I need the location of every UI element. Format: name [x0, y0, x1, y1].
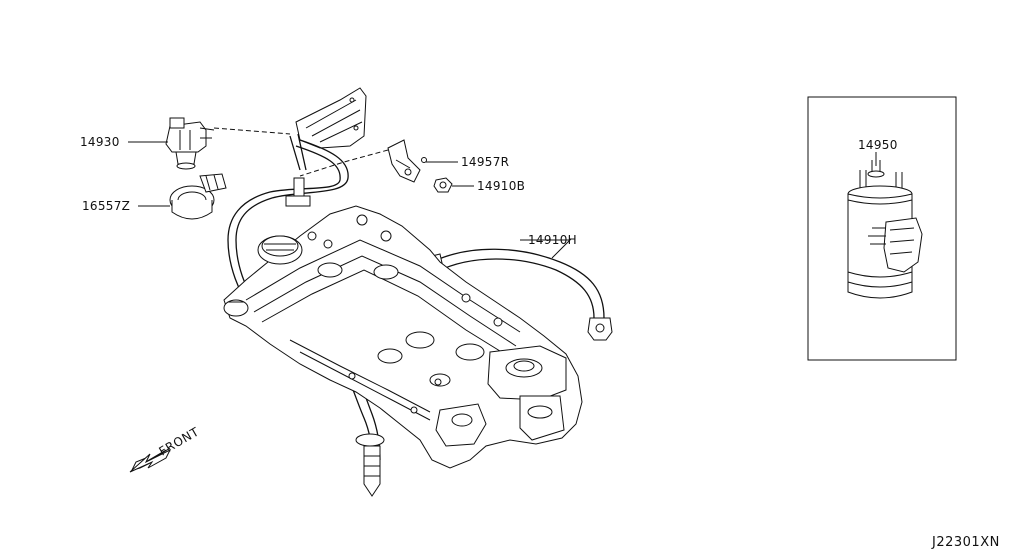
- label-14950: 14950: [858, 138, 898, 152]
- guide-line-valve: [213, 127, 291, 135]
- purge-valve-part: [165, 117, 215, 170]
- clip-part: [387, 139, 427, 183]
- heat-shield: [295, 87, 367, 149]
- guide-line-clip: [299, 149, 389, 177]
- label-14957r: 14957R: [461, 155, 509, 169]
- label-14910b: 14910B: [477, 179, 525, 193]
- canister-part: [847, 160, 923, 299]
- canister-inset-box: [807, 96, 957, 361]
- leader-14910h: [520, 239, 572, 259]
- engine-cylinder-head: [223, 205, 583, 469]
- label-14930: 14930: [80, 135, 120, 149]
- front-label: FRONT: [157, 424, 202, 458]
- drawing-code: J22301XN: [931, 535, 1000, 550]
- front-direction-indicator: FRONT: [129, 424, 202, 473]
- bracket-part: [169, 173, 227, 220]
- label-16557z: 16557Z: [82, 199, 130, 213]
- label-14910h: 14910H: [528, 233, 577, 247]
- bolt-part: [433, 177, 453, 193]
